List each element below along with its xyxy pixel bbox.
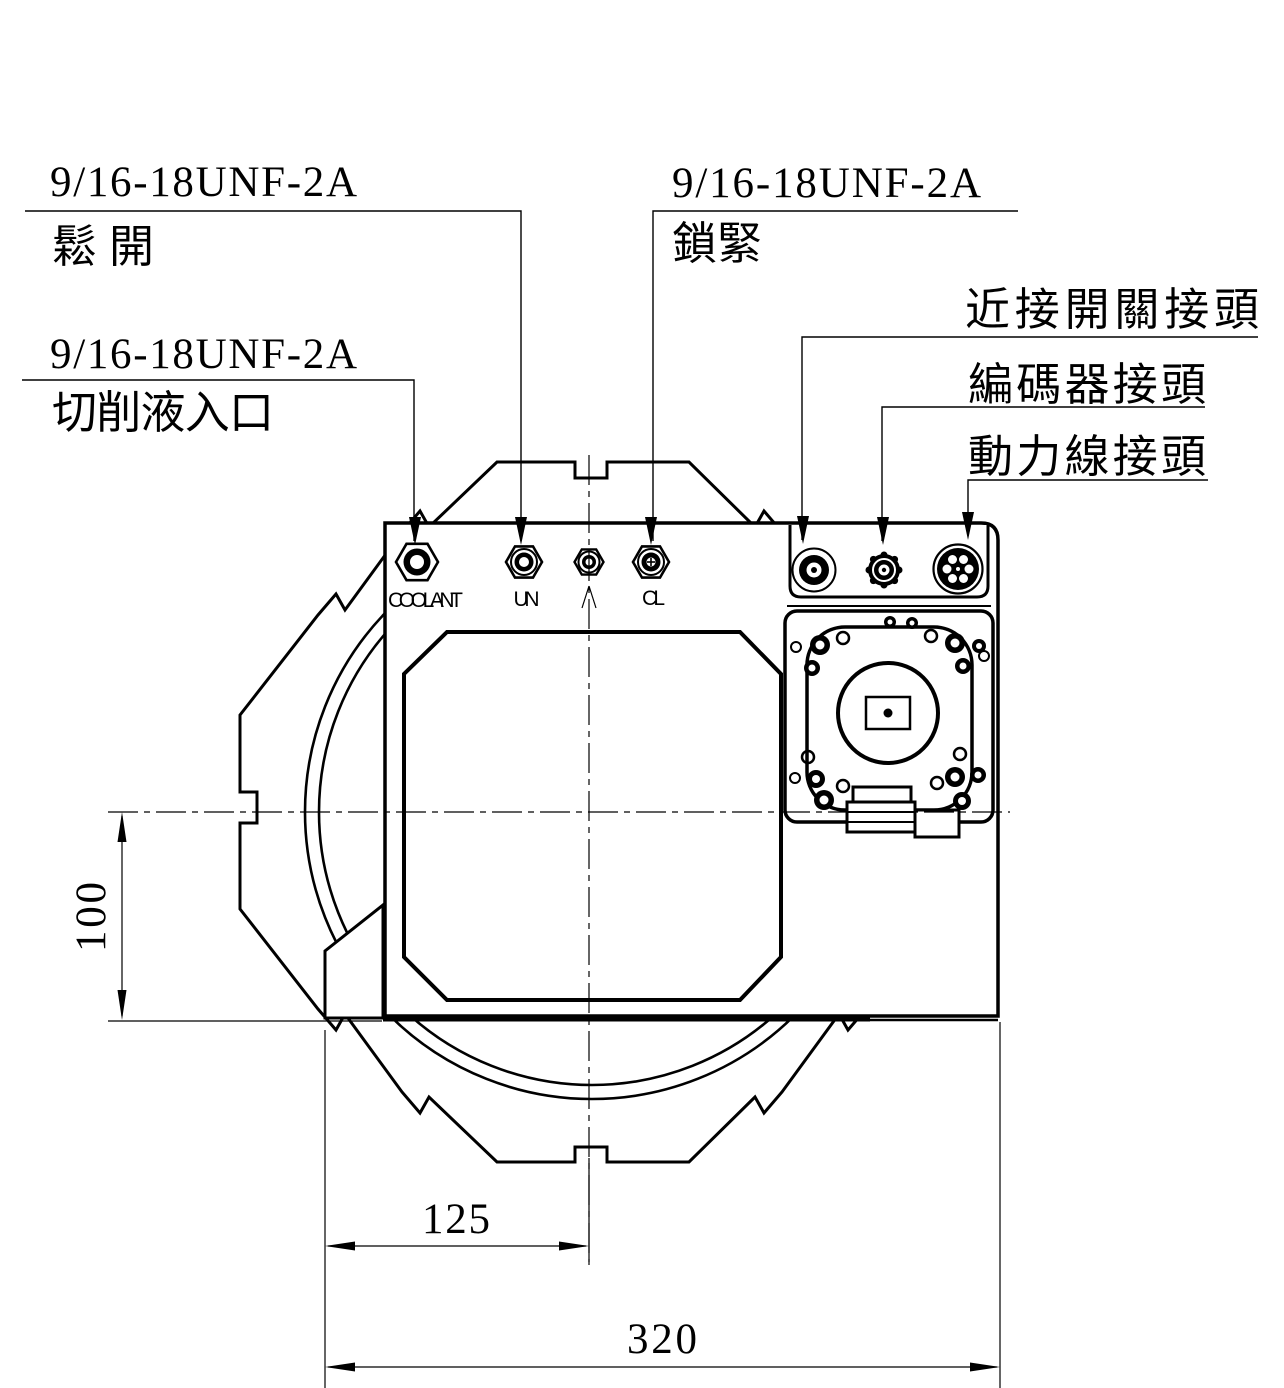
proximity-switch-connector — [791, 547, 837, 593]
port-label-clamp: CL — [642, 587, 664, 610]
callout-coolant-thread: 9/16-18UNF-2A — [50, 331, 357, 378]
dim-text-100: 100 — [68, 882, 115, 952]
callout-proximity-label: 近接開關接頭 — [965, 285, 1259, 335]
dimension-125 — [324, 1030, 590, 1388]
motor-assembly — [783, 609, 995, 839]
dim-text-320: 320 — [627, 1316, 697, 1363]
base-corner-piece — [323, 901, 385, 1020]
leader-lines — [22, 210, 1258, 541]
callout-lock-label: 鎖緊 — [672, 219, 762, 269]
power-line-connector — [932, 543, 984, 595]
dimension-100 — [108, 812, 382, 1022]
clamp-fitting — [631, 545, 671, 579]
callout-release-label: 鬆開 — [52, 222, 154, 272]
encoder-connector — [865, 551, 903, 589]
callout-encoder-label: 編碼器接頭 — [968, 360, 1206, 410]
callout-power-label: 動力線接頭 — [968, 432, 1206, 482]
leader-arrowheads — [409, 512, 974, 545]
port-label-unclamp: UN — [514, 588, 539, 611]
port-label-coolant: COOLANT — [388, 589, 463, 612]
callout-coolant-label: 切削液入口 — [52, 388, 274, 438]
coolant-fitting — [394, 542, 440, 582]
unclamp-fitting — [504, 545, 544, 579]
callout-release-thread: 9/16-18UNF-2A — [50, 159, 357, 206]
terminal-blocks — [845, 785, 961, 839]
dim-text-125: 125 — [422, 1196, 490, 1243]
motor-bolt-holes — [789, 616, 990, 810]
callout-lock-thread: 9/16-18UNF-2A — [672, 160, 981, 207]
dimension-320 — [325, 1022, 1001, 1388]
payload-window — [402, 630, 783, 1002]
centerlines — [108, 455, 1010, 1268]
